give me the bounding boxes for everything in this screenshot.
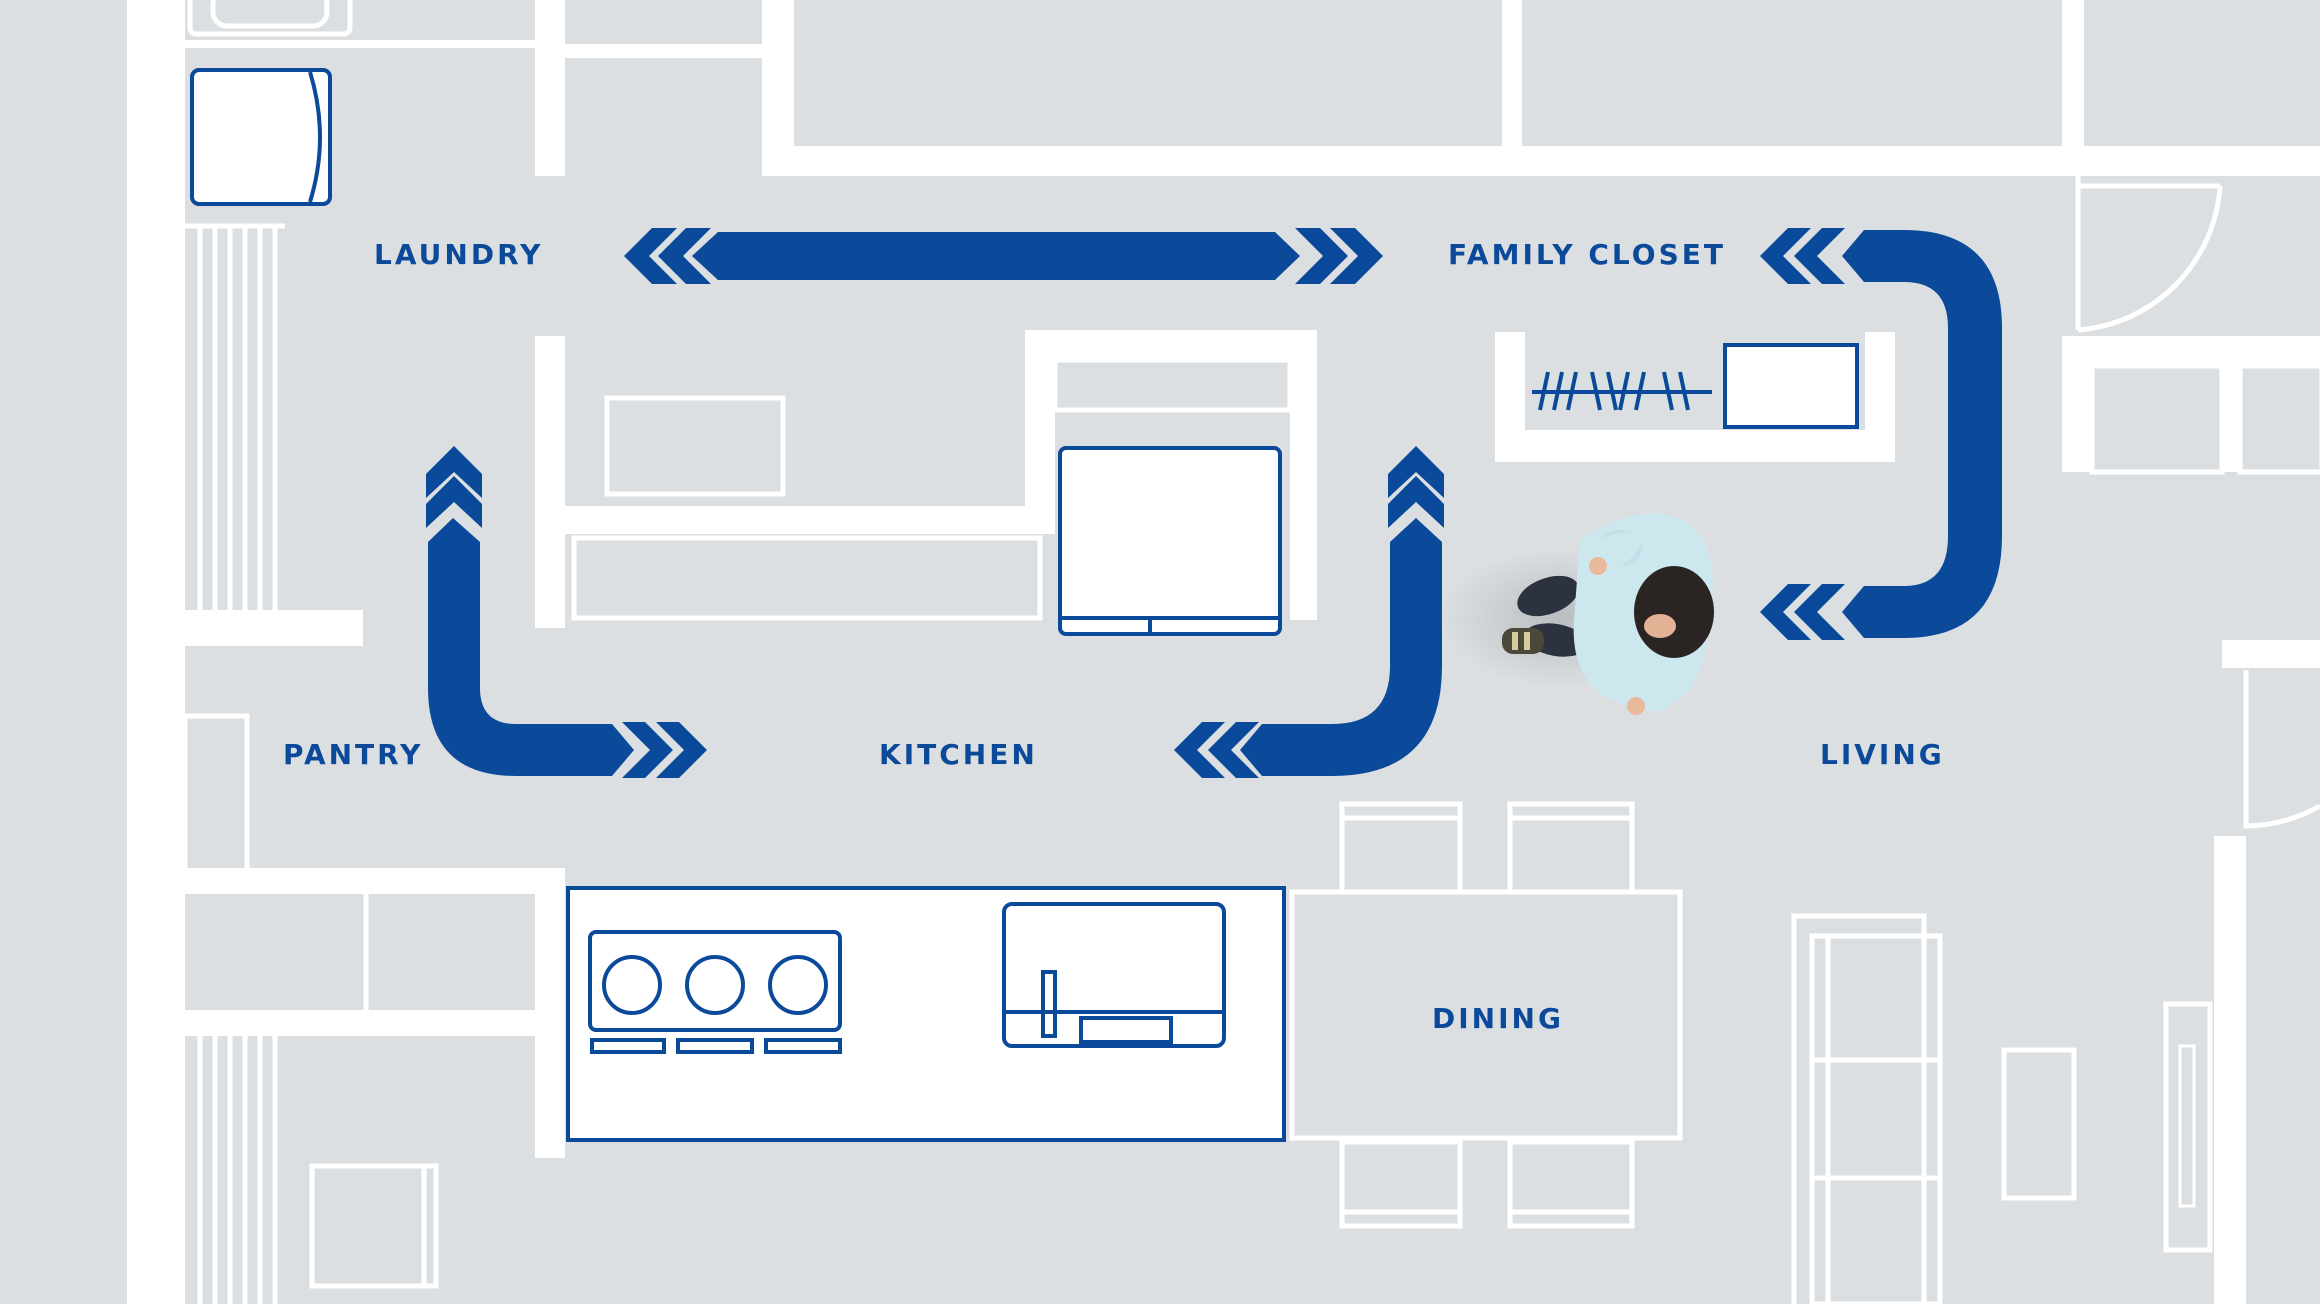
chevron-double-icon (1295, 228, 1383, 284)
sink-icon (1002, 902, 1226, 1048)
label-laundry: LAUNDRY (374, 238, 543, 271)
side-table (2001, 1047, 2077, 1201)
arrow-laundry-closet (624, 228, 1383, 284)
chevron-double-icon (426, 446, 482, 528)
pantry-slats (197, 1036, 278, 1304)
cooktop-icon (588, 930, 842, 1032)
arrow-pantry-kitchen (426, 446, 707, 778)
label-living: LIVING (1820, 738, 1945, 771)
fixtures-outlines (182, 0, 2320, 1304)
person-topdown-icon (1440, 513, 1714, 715)
laundry-slats (185, 223, 285, 612)
living-sofa (1791, 913, 1943, 1304)
appliances (190, 68, 1859, 1142)
room-labels: LAUNDRY FAMILY CLOSET PANTRY KITCHEN LIV… (283, 238, 1945, 1035)
flow-arrows (426, 228, 2002, 778)
label-kitchen: KITCHEN (879, 738, 1038, 771)
chevron-double-icon (622, 722, 707, 778)
tv-console (2163, 1001, 2213, 1253)
chevron-double-icon (1760, 584, 1845, 640)
arrow-closet-living (1760, 228, 2002, 640)
label-pantry: PANTRY (283, 738, 423, 771)
label-family-closet: FAMILY CLOSET (1448, 238, 1726, 271)
chevron-double-icon (1760, 228, 1845, 284)
chevron-double-icon (624, 228, 711, 284)
walls (127, 0, 2320, 1304)
washer-icon (190, 68, 332, 206)
label-dining: DINING (1432, 1002, 1564, 1035)
oven-icon (1058, 446, 1282, 636)
chevron-double-icon (1174, 722, 1259, 778)
closet-cabinet (1723, 343, 1859, 429)
closet-hangers (1532, 371, 1712, 411)
chevron-double-icon (1388, 446, 1444, 528)
arrow-kitchen-oven (1174, 446, 1444, 778)
dining-table (1289, 889, 1683, 1141)
